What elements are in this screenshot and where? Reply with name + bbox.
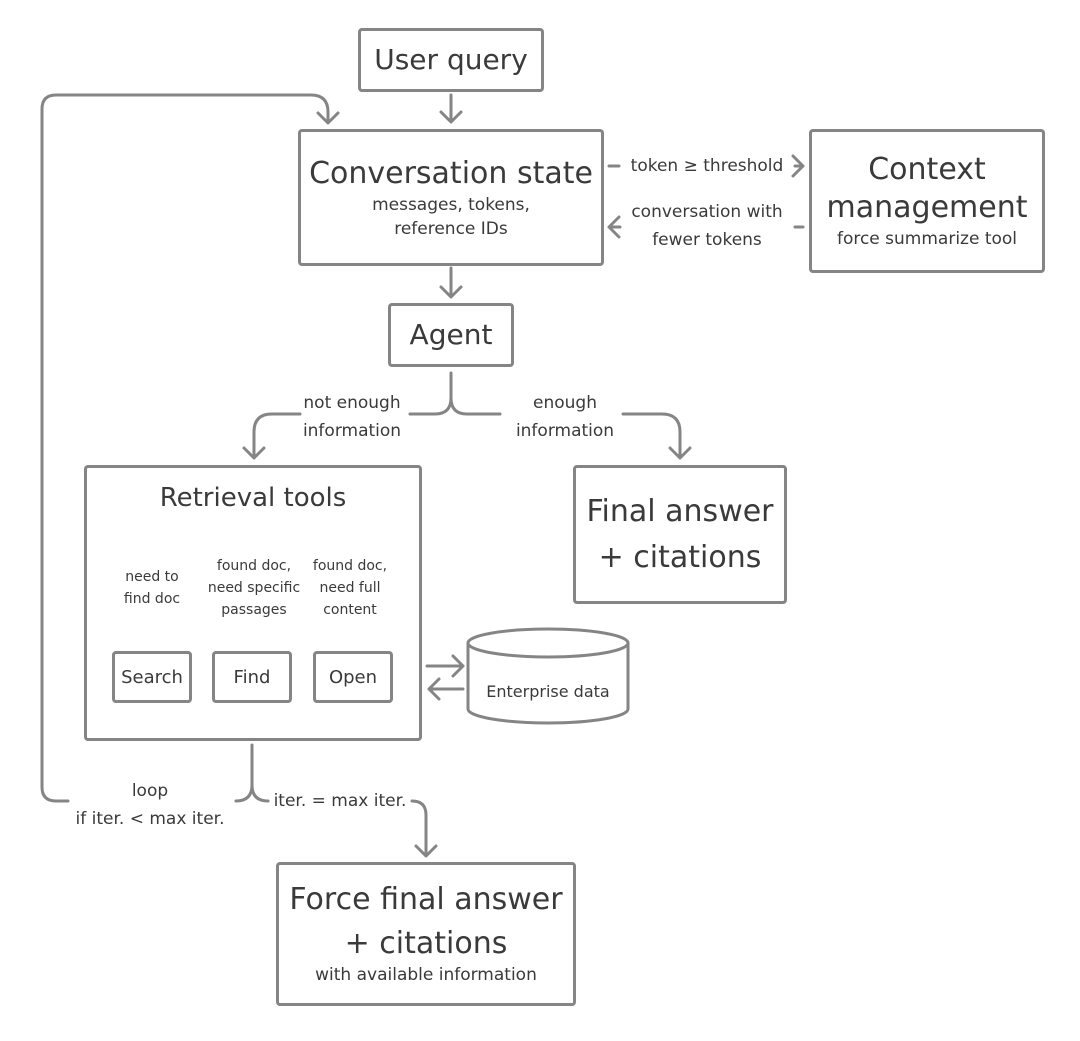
- loop-brace: [234, 743, 270, 803]
- context-management-title-1: Context: [868, 152, 986, 187]
- edge-label-loop-2: if iter. < max iter.: [75, 809, 225, 829]
- final-answer-title-2: + citations: [598, 539, 762, 575]
- force-final-answer-node: Force final answer + citations with avai…: [276, 862, 576, 1006]
- search-condition-2: find doc: [123, 591, 181, 607]
- conversation-state-subtitle-2: reference IDs: [394, 218, 508, 239]
- arrow-query-to-state: [439, 93, 463, 124]
- conversation-state-node: Conversation state messages, tokens, ref…: [298, 129, 604, 266]
- edge-label-fewer-tokens-1: conversation with: [631, 202, 783, 222]
- final-answer-node: Final answer + citations: [573, 465, 787, 604]
- force-final-answer-title-1: Force final answer: [289, 882, 563, 917]
- force-final-answer-subtitle: with available information: [315, 965, 537, 985]
- force-final-answer-title-2: + citations: [344, 926, 508, 961]
- agent-node: Agent: [388, 303, 514, 367]
- edge-label-not-enough-1: not enough: [303, 393, 401, 413]
- open-condition-1: found doc,: [312, 558, 388, 574]
- context-management-subtitle: force summarize tool: [836, 229, 1018, 249]
- edge-label-max-iter: iter. = max iter.: [273, 791, 407, 811]
- open-condition-3: content: [323, 602, 377, 618]
- search-tool-box: Search: [112, 651, 192, 703]
- conversation-state-title: Conversation state: [309, 155, 593, 191]
- open-tool-label: Open: [328, 666, 378, 688]
- arrow-from-enterprise-data: [427, 677, 465, 701]
- edge-label-fewer-tokens-2: fewer tokens: [652, 230, 762, 250]
- arrow-to-context-management: [607, 154, 805, 178]
- context-management-node: Context management force summarize tool: [809, 129, 1045, 273]
- find-tool-box: Find: [212, 651, 292, 703]
- find-condition-3: passages: [221, 602, 287, 618]
- arrow-to-final-answer: [621, 412, 692, 460]
- find-tool-label: Find: [233, 666, 271, 688]
- final-answer-title-1: Final answer: [586, 493, 774, 529]
- search-condition-1: need to: [125, 569, 179, 585]
- enterprise-data-label: Enterprise data: [486, 682, 610, 701]
- arrow-to-force-final: [410, 799, 438, 858]
- agent-branch-brace: [408, 371, 502, 416]
- agent-title: Agent: [409, 318, 493, 351]
- arrow-to-retrieval: [242, 412, 302, 460]
- arrow-back-to-state: [607, 215, 805, 239]
- find-condition-1: found doc,: [216, 558, 292, 574]
- edge-label-loop-1: loop: [131, 781, 169, 801]
- arrow-state-to-agent: [439, 266, 463, 299]
- loop-arrow: [40, 93, 340, 803]
- user-query-node: User query: [358, 28, 544, 92]
- enterprise-data-cylinder: [466, 627, 630, 725]
- conversation-state-subtitle-1: messages, tokens,: [372, 194, 530, 215]
- edge-label-token-threshold: token ≥ threshold: [630, 156, 784, 176]
- edge-label-enough-2: information: [515, 421, 615, 441]
- edge-label-enough-1: enough: [533, 393, 597, 413]
- edge-label-not-enough-2: information: [302, 421, 402, 441]
- context-management-title-2: management: [826, 190, 1028, 225]
- retrieval-tools-title: Retrieval tools: [159, 483, 347, 513]
- find-condition-2: need specific: [207, 580, 301, 596]
- open-tool-box: Open: [313, 651, 393, 703]
- search-tool-label: Search: [121, 666, 183, 688]
- arrow-to-enterprise-data: [425, 654, 465, 678]
- user-query-title: User query: [374, 43, 528, 76]
- open-condition-2: need full: [319, 580, 381, 596]
